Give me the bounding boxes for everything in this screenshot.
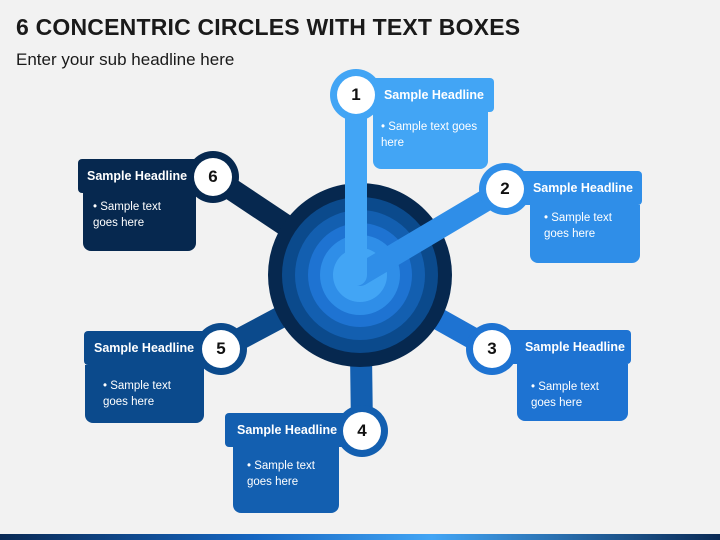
item-2-headline-text: Sample Headline	[532, 181, 633, 195]
bottom-accent-bar	[0, 534, 720, 540]
item-1-headline: Sample Headline	[370, 78, 494, 112]
item-6-headline-text: Sample Headline	[87, 169, 188, 183]
item-3-headline-text: Sample Headline	[524, 340, 625, 354]
item-1-text: • Sample text goes here	[381, 121, 478, 149]
item-6-number: 6	[194, 158, 232, 196]
item-3-headline: Sample Headline	[497, 330, 631, 364]
item-5-headline-text: Sample Headline	[94, 341, 195, 355]
item-4-headline-text: Sample Headline	[237, 423, 338, 437]
item-5-headline: Sample Headline	[84, 331, 218, 365]
item-1-headline-text: Sample Headline	[383, 88, 484, 102]
item-5-number: 5	[202, 330, 240, 368]
item-5-text: • Sample text goes here	[103, 380, 171, 408]
item-3-text: • Sample text goes here	[531, 381, 599, 409]
item-2-textbox: • Sample text goes here	[530, 205, 640, 263]
spoke-2	[349, 178, 516, 286]
item-4-text: • Sample text goes here	[247, 460, 315, 488]
item-4-textbox: • Sample text goes here	[233, 447, 339, 513]
item-2-headline: Sample Headline	[510, 171, 642, 205]
item-2-number: 2	[486, 170, 524, 208]
item-3-textbox: • Sample text goes here	[517, 364, 628, 421]
item-4-number: 4	[343, 412, 381, 450]
item-2-text: • Sample text goes here	[544, 212, 612, 240]
slide-title: 6 CONCENTRIC CIRCLES WITH TEXT BOXES	[16, 14, 521, 40]
item-6-textbox: • Sample text goes here	[83, 193, 196, 251]
item-5-textbox: • Sample text goes here	[85, 365, 204, 423]
slide-subtitle: Enter your sub headline here	[16, 50, 235, 69]
item-6-headline: Sample Headline	[78, 159, 210, 193]
item-1-textbox: • Sample text goes here	[373, 112, 488, 169]
item-4-headline: Sample Headline	[225, 413, 356, 447]
item-1-number: 1	[337, 76, 375, 114]
item-6-text: • Sample text goes here	[93, 201, 161, 229]
item-3-number: 3	[473, 330, 511, 368]
